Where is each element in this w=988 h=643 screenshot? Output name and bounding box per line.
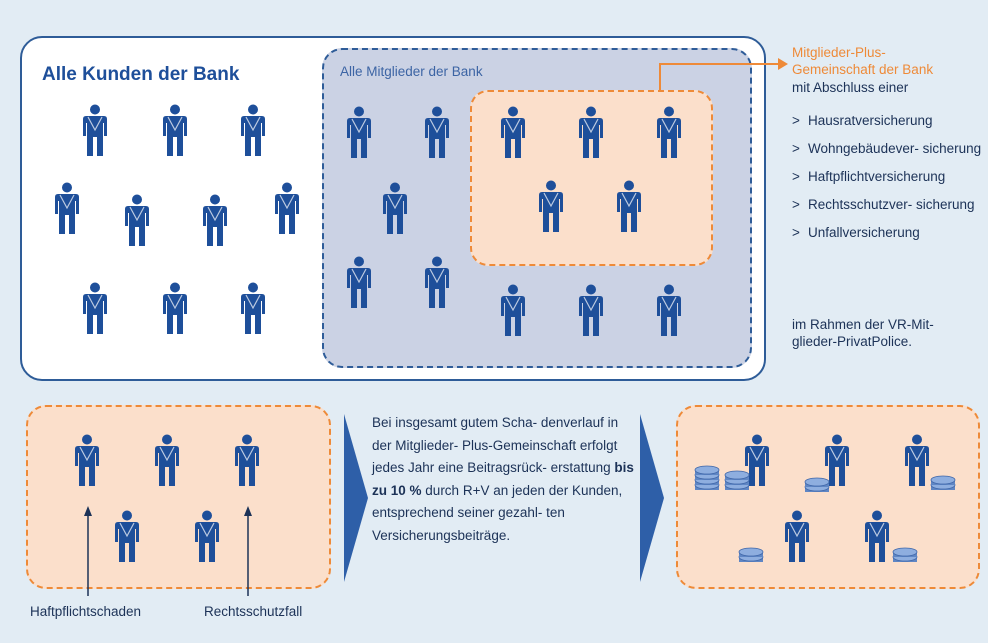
person-icon bbox=[234, 434, 260, 488]
person-icon bbox=[538, 180, 564, 234]
insurance-item-label: Hausratversicherung bbox=[808, 113, 933, 128]
person-icon bbox=[616, 180, 642, 234]
person-icon bbox=[194, 510, 220, 564]
person-icon bbox=[424, 106, 450, 160]
members-plus-title: Mitglieder-Plus- Gemeinschaft der Bank bbox=[792, 44, 933, 78]
insurance-item: > Wohngebäudever- sicherung bbox=[792, 140, 983, 157]
person-icon bbox=[346, 106, 372, 160]
insurance-item: > Hausratversicherung bbox=[792, 112, 983, 129]
person-icon bbox=[74, 434, 100, 488]
insurance-item-label: Haftpflichtversicherung bbox=[808, 169, 946, 184]
person-icon bbox=[162, 282, 188, 336]
members-plus-title-line2: Gemeinschaft der Bank bbox=[792, 62, 934, 77]
coin-stack-icon bbox=[738, 546, 764, 573]
person-icon bbox=[578, 106, 604, 160]
person-icon bbox=[154, 434, 180, 488]
list-marker: > bbox=[792, 113, 800, 128]
person-icon bbox=[500, 106, 526, 160]
person-icon bbox=[500, 284, 526, 338]
person-icon bbox=[82, 104, 108, 158]
person-icon bbox=[904, 434, 930, 488]
person-icon bbox=[656, 284, 682, 338]
coin-stack-icon bbox=[694, 464, 720, 501]
plus-connector-arrowhead-icon bbox=[778, 58, 788, 70]
list-marker: > bbox=[792, 141, 800, 156]
list-marker: > bbox=[792, 225, 800, 240]
coin-stack-icon bbox=[892, 546, 918, 573]
person-icon bbox=[656, 106, 682, 160]
refund-percentage: bis zu 10 % bbox=[372, 460, 634, 498]
person-icon bbox=[382, 182, 408, 236]
all-customers-title: Alle Kunden der Bank bbox=[42, 64, 240, 85]
coin-stack-icon bbox=[804, 476, 830, 503]
person-icon bbox=[784, 510, 810, 564]
members-plus-subtitle: mit Abschluss einer bbox=[792, 80, 909, 95]
person-icon bbox=[578, 284, 604, 338]
person-icon bbox=[240, 282, 266, 336]
person-icon bbox=[744, 434, 770, 488]
person-icon bbox=[274, 182, 300, 236]
coin-stack-icon bbox=[930, 474, 956, 501]
private-police-note: im Rahmen der VR-Mit- glieder-PrivatPoli… bbox=[792, 317, 934, 349]
insurance-item-label: Unfallversicherung bbox=[808, 225, 920, 240]
insurance-item-label: Wohngebäudever- sicherung bbox=[808, 141, 982, 156]
legal-case-label: Rechtsschutzfall bbox=[204, 604, 303, 619]
person-icon bbox=[124, 194, 150, 248]
person-icon bbox=[202, 194, 228, 248]
person-icon bbox=[82, 282, 108, 336]
refund-explanation: Bei insgesamt gutem Scha- denverlauf in … bbox=[372, 412, 640, 547]
insurance-list: > Hausratversicherung > Wohngebäudever- si… bbox=[792, 112, 983, 252]
refund-explanation-part1: Bei insgesamt gutem Scha- denverlauf in … bbox=[372, 415, 619, 475]
all-members-title: Alle Mitglieder der Bank bbox=[340, 64, 483, 79]
person-icon bbox=[240, 104, 266, 158]
person-icon bbox=[162, 104, 188, 158]
claims-group-box bbox=[26, 405, 331, 589]
person-icon bbox=[824, 434, 850, 488]
person-icon bbox=[864, 510, 890, 564]
insurance-item: > Rechtsschutzver- sicherung bbox=[792, 196, 983, 213]
chevron-arrow-icon bbox=[640, 414, 664, 582]
person-icon bbox=[424, 256, 450, 310]
refund-explanation-part2: durch R+V an jeden der Kunden, entsprech… bbox=[372, 482, 623, 543]
chevron-arrow-icon bbox=[344, 414, 368, 582]
liability-claim-label: Haftpflichtschaden bbox=[30, 604, 142, 619]
refund-group-box bbox=[676, 405, 980, 589]
insurance-item: > Unfallversicherung bbox=[792, 224, 983, 241]
list-marker: > bbox=[792, 197, 800, 212]
list-marker: > bbox=[792, 169, 800, 184]
coin-stack-icon bbox=[724, 469, 750, 501]
person-icon bbox=[114, 510, 140, 564]
insurance-item: > Haftpflichtversicherung bbox=[792, 168, 983, 185]
person-icon bbox=[346, 256, 372, 310]
insurance-item-label: Rechtsschutzver- sicherung bbox=[808, 197, 975, 212]
members-plus-title-line1: Mitglieder-Plus- bbox=[792, 45, 886, 60]
person-icon bbox=[54, 182, 80, 236]
